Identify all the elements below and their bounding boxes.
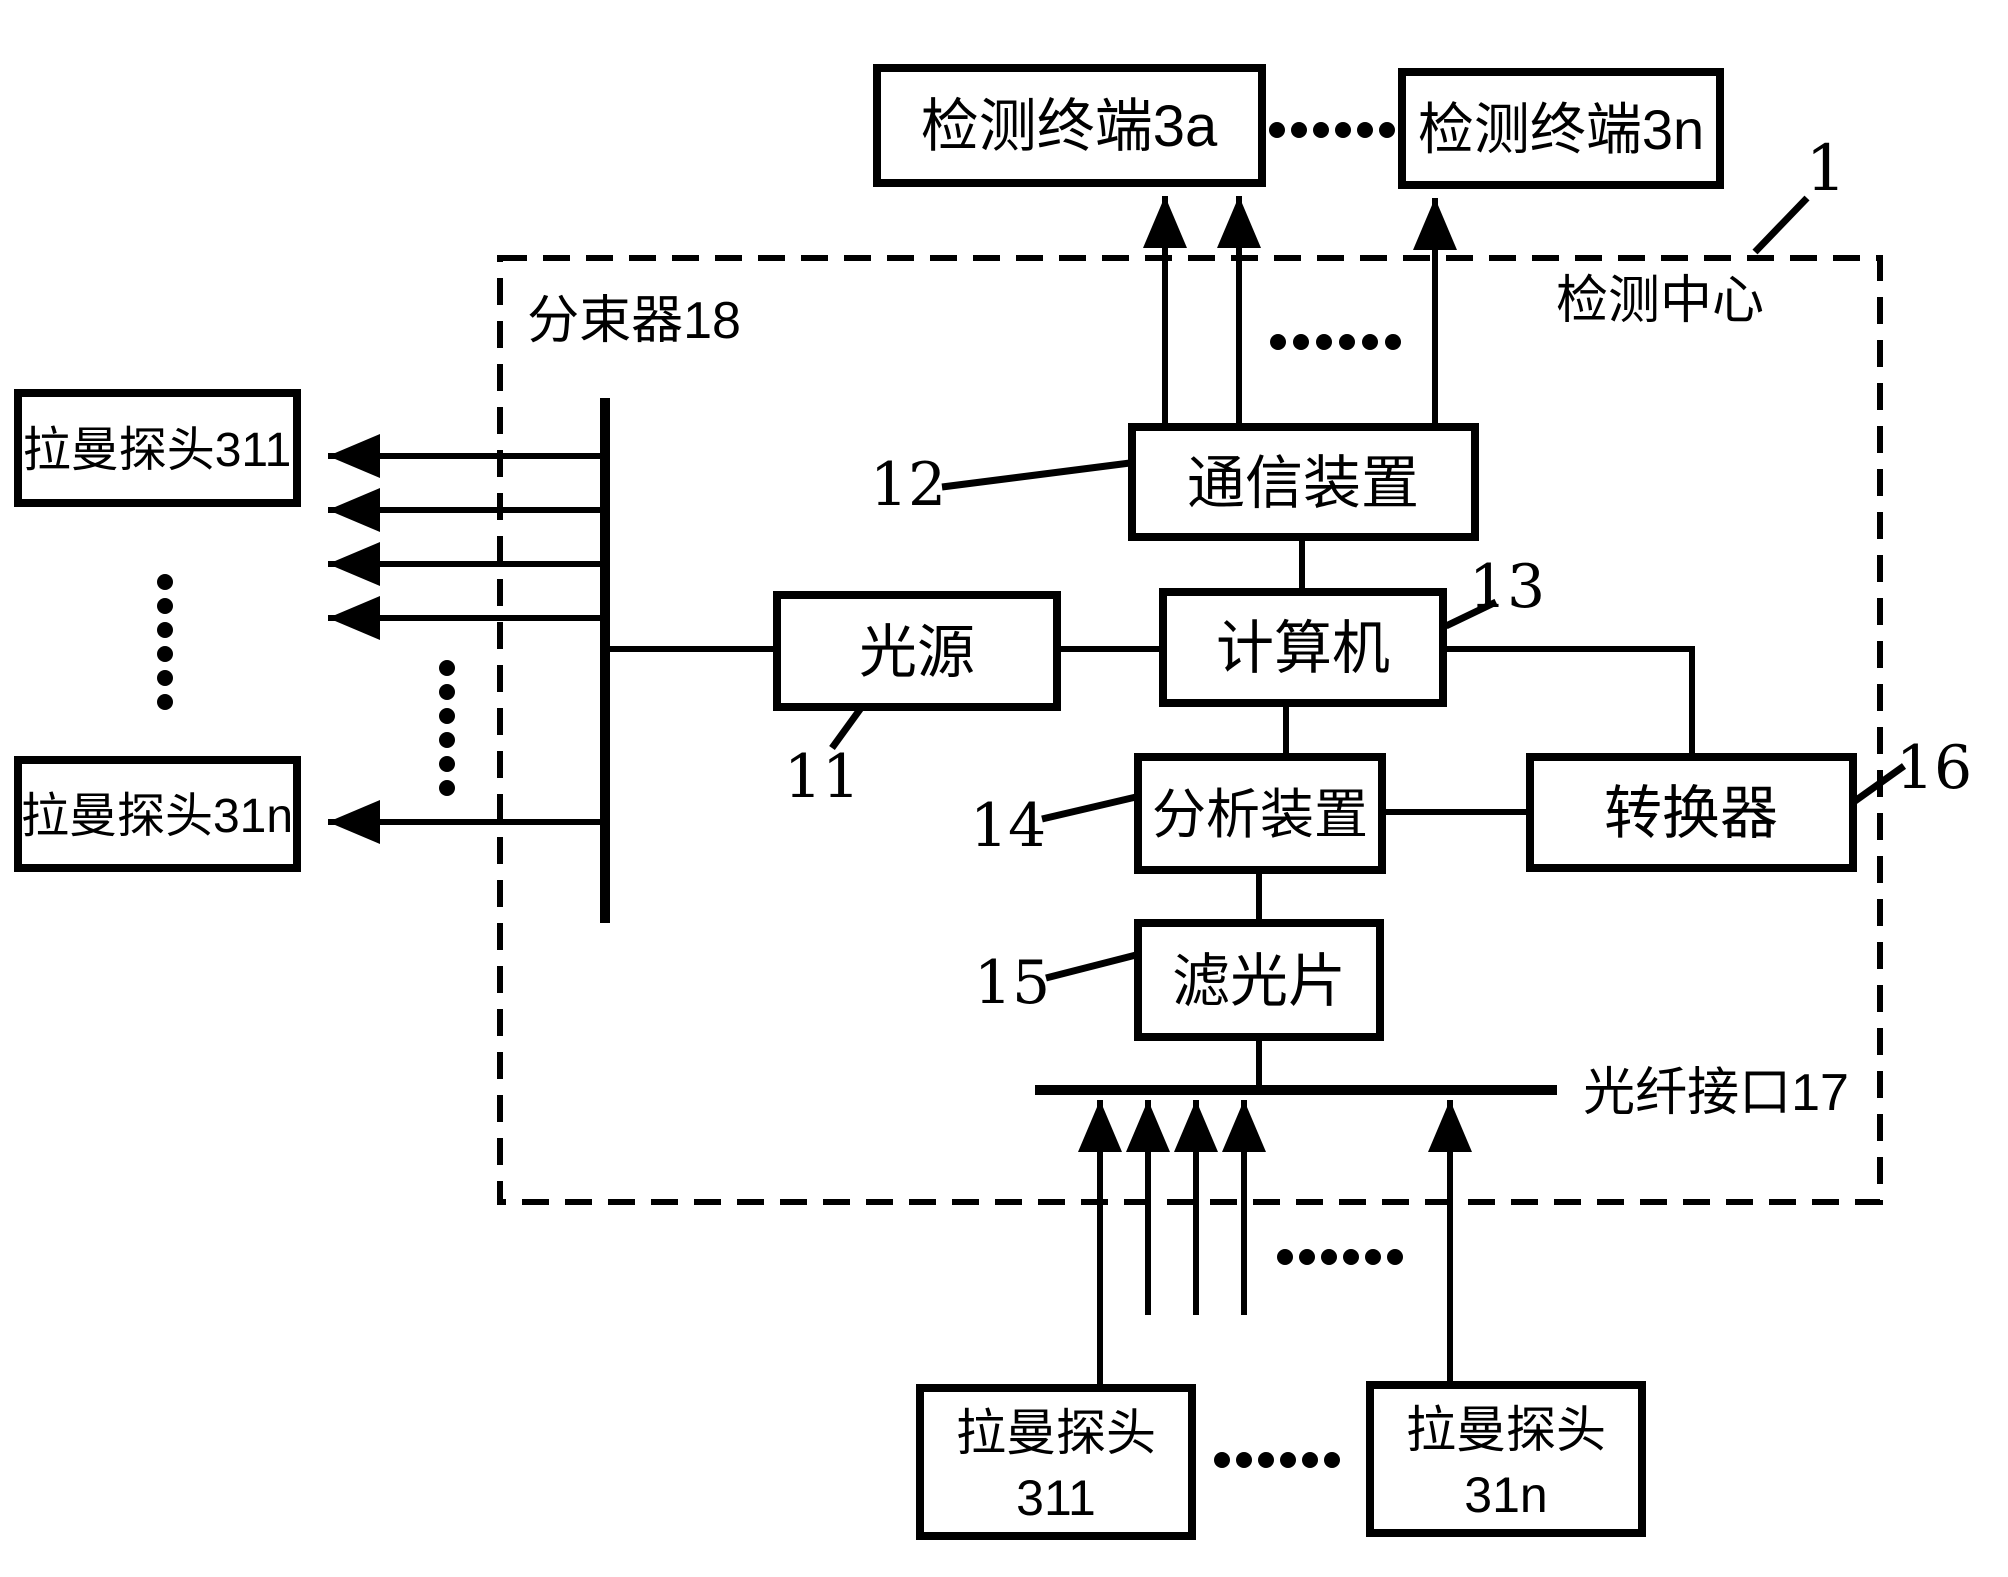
pointer-ref-14 xyxy=(1041,793,1137,823)
ellipsis-below-fiber xyxy=(1277,1249,1403,1265)
ref-number-12: 12 xyxy=(870,450,946,520)
ref-number-15: 15 xyxy=(974,948,1050,1018)
terminal-3n-label: 检测终端3n xyxy=(1418,98,1704,161)
ref-number-16: 16 xyxy=(1896,733,1972,803)
raman-probe-311-bottom-label-line1: 拉曼探头 xyxy=(956,1405,1156,1461)
pointer-ref-16 xyxy=(1852,763,1907,804)
ellipsis-left-probes-vertical xyxy=(157,574,173,710)
raman-probe-31n-bottom-label-line1: 拉曼探头 xyxy=(1406,1402,1606,1458)
computer-label: 计算机 xyxy=(1216,616,1390,681)
box-computer xyxy=(1159,588,1447,707)
box-analysis-device xyxy=(1134,753,1386,874)
pointer-ref-11 xyxy=(829,705,864,751)
box-raman-probe-311-left xyxy=(14,389,301,507)
pointer-ref-1 xyxy=(1752,195,1810,255)
box-raman-probe-311-bottom xyxy=(916,1384,1196,1540)
ref-number-13: 13 xyxy=(1469,552,1545,622)
box-optical-filter xyxy=(1134,919,1384,1041)
pointer-ref-13 xyxy=(1444,598,1498,630)
optical-filter-label: 滤光片 xyxy=(1172,949,1346,1014)
pointer-ref-12 xyxy=(941,459,1131,491)
raman-probe-31n-bottom-label-line2: 31n xyxy=(1464,1467,1547,1523)
detection-center-boundary xyxy=(497,255,1883,1205)
light-source-label: 光源 xyxy=(859,620,975,685)
raman-probe-31n-left-label: 拉曼探头31n xyxy=(21,790,293,843)
box-terminal-3a xyxy=(873,64,1266,187)
box-comm-device xyxy=(1128,423,1479,541)
raman-probe-311-left-label: 拉曼探头311 xyxy=(23,424,292,477)
ellipsis-between-terminal-arrows xyxy=(1270,334,1401,350)
comm-device-label: 通信装置 xyxy=(1187,451,1419,516)
raman-probe-311-bottom-label-line2: 311 xyxy=(1016,1470,1096,1526)
ellipsis-between-bottom-probes xyxy=(1214,1452,1340,1468)
box-terminal-3n xyxy=(1398,68,1724,189)
ellipsis-between-terminals xyxy=(1269,122,1395,138)
box-raman-probe-31n-bottom xyxy=(1366,1381,1646,1537)
fiber-interface-label: 光纤接口17 xyxy=(1583,1064,1849,1122)
terminal-3a-label: 检测终端3a xyxy=(921,94,1218,159)
ref-number-14: 14 xyxy=(970,791,1046,861)
converter-label: 转换器 xyxy=(1604,781,1778,846)
detection-center-label: 检测中心 xyxy=(1556,272,1764,330)
ellipsis-splitter-vertical xyxy=(439,660,455,796)
ref-number-1: 1 xyxy=(1806,132,1847,206)
analysis-device-label: 分析装置 xyxy=(1152,785,1368,845)
pointer-ref-15 xyxy=(1045,951,1137,982)
ref-number-11: 11 xyxy=(784,742,860,812)
connector-computer-converter xyxy=(1441,646,1695,759)
box-converter xyxy=(1526,753,1857,872)
box-raman-probe-31n-left xyxy=(14,756,301,872)
box-light-source xyxy=(773,591,1061,711)
beam-splitter-label: 分束器18 xyxy=(527,292,741,350)
